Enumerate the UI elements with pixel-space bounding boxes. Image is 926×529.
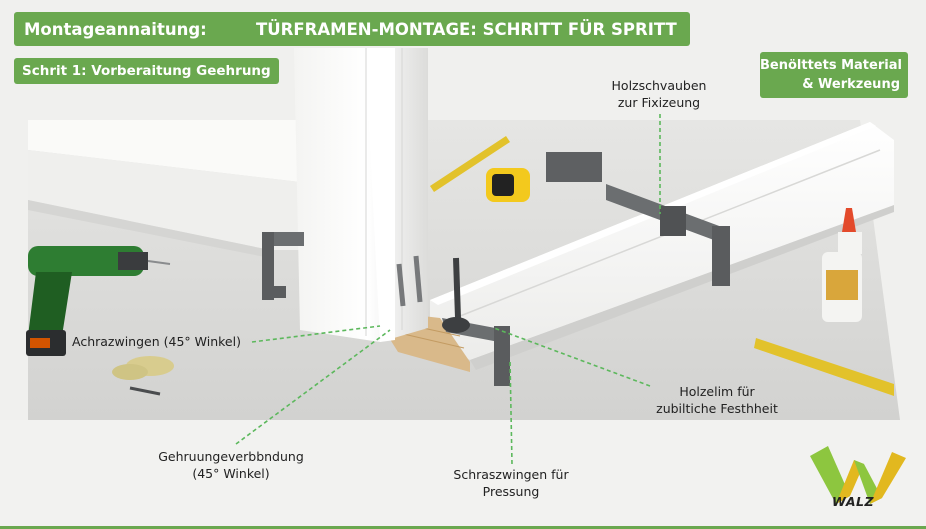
callout-glue-line-2: zubiltiche Festhheit bbox=[656, 401, 778, 416]
callout-lines bbox=[235, 114, 661, 465]
callout-screw-clamps-line-1: Schraszwingen für bbox=[453, 467, 569, 482]
logo-text: WALZ bbox=[832, 494, 875, 509]
callout-screw-clamps: Schraszwingen für Pressung bbox=[448, 466, 574, 500]
metal-angle-icon bbox=[546, 152, 602, 182]
folding-rule-icon bbox=[754, 338, 894, 396]
glue-bottle-icon bbox=[822, 208, 862, 322]
materials-line-1: Benölttets Material bbox=[760, 58, 902, 73]
callout-corner-clamps: Achrazwingen (45° Winkel) bbox=[72, 333, 241, 350]
callout-screws: Holzschvauben zur Fixizeung bbox=[604, 77, 714, 111]
callout-glue: Holzelim für zubiltiche Festhheit bbox=[640, 383, 794, 417]
callout-miter-line-1: Gehruungeverbbndung bbox=[158, 449, 304, 464]
callout-screws-line-1: Holzschvauben bbox=[611, 78, 707, 93]
callout-miter-line-2: (45° Winkel) bbox=[192, 466, 270, 481]
callout-screws-line-2: zur Fixizeung bbox=[617, 95, 701, 110]
title-banner: Montageannaitung: TÜRFRAMEN-MONTAGE: SCH… bbox=[14, 12, 690, 46]
right-clamp-icon bbox=[606, 184, 730, 286]
drill-icon bbox=[26, 246, 171, 356]
callout-corner-clamps-line-1: Achrazwingen (45° Winkel) bbox=[72, 334, 241, 349]
title-left: Montageannaitung: bbox=[24, 19, 207, 39]
callout-glue-line-1: Holzelim für bbox=[679, 384, 755, 399]
materials-line-2: & Werkzeung bbox=[802, 77, 900, 92]
callout-miter-joint: Gehruungeverbbndung (45° Winkel) bbox=[150, 448, 312, 482]
vertical-frame-post bbox=[294, 48, 428, 342]
callout-screw-clamps-line-2: Pressung bbox=[482, 484, 540, 499]
left-frame-board bbox=[28, 120, 300, 258]
front-clamp-icon bbox=[442, 317, 510, 386]
screw-icon bbox=[129, 255, 461, 396]
logo-mark-icon bbox=[810, 446, 906, 504]
step-banner: Schrit 1: Vorberaitung Geehrung bbox=[14, 58, 279, 84]
materials-banner: Benölttets Material & Werkzeung bbox=[760, 52, 908, 98]
hinge-plate bbox=[112, 364, 148, 380]
title-right: TÜRFRAMEN-MONTAGE: SCHRITT FÜR SPRITT bbox=[256, 19, 677, 39]
left-clamp-icon bbox=[262, 232, 304, 300]
bottom-accent-line bbox=[0, 526, 926, 529]
tape-measure-icon bbox=[430, 136, 530, 202]
